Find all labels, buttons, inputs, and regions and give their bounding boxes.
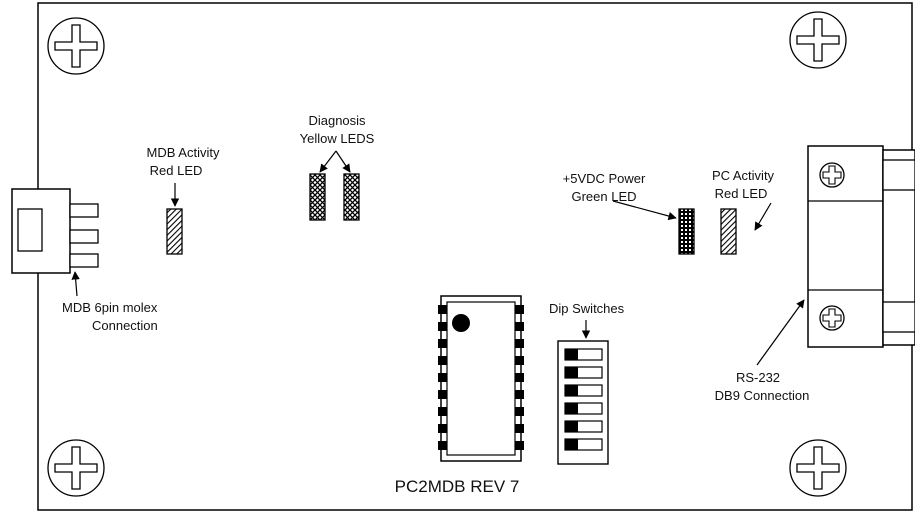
mdb-activity-led [166, 208, 183, 255]
power-led-arrow [612, 200, 677, 221]
power-green-led [678, 208, 695, 255]
dip-switch-toggle [565, 439, 578, 450]
ic-pin-right [515, 305, 524, 314]
ic-pin-right [515, 322, 524, 331]
pin1-marker [452, 314, 470, 332]
ic-pin-left [438, 424, 447, 433]
ic-pin-right [515, 356, 524, 365]
diagnosis-label-line2: Yellow LEDS [300, 131, 375, 146]
ic-pin-right [515, 339, 524, 348]
mounting-hole-bottom-left [47, 439, 105, 497]
power-label-line1: +5VDC Power [563, 171, 646, 186]
crosshair-screw-icon [54, 446, 98, 490]
ic-pin-left [438, 390, 447, 399]
ic-pin-left [438, 305, 447, 314]
pc-activity-arrow [754, 202, 772, 231]
ic-pin-left [438, 373, 447, 382]
ic-pin-right [515, 441, 524, 450]
diagnosis-led-right [343, 173, 360, 221]
db9-connector [807, 145, 915, 348]
diagnosis-arrow-left [319, 150, 337, 173]
ic-pin-right [515, 424, 524, 433]
ic-pin-left [438, 339, 447, 348]
dip-switch-toggle [565, 367, 578, 378]
ic-pin-left [438, 441, 447, 450]
dip-switch-toggle [565, 403, 578, 414]
power-label-line2: Green LED [571, 189, 636, 204]
rs232-arrow [756, 299, 805, 366]
rs232-label-line2: DB9 Connection [715, 388, 810, 403]
molex-label-line2: Connection [92, 318, 158, 333]
dip-switch-toggle [565, 385, 578, 396]
crosshair-screw-icon [54, 24, 98, 68]
crosshair-screw-icon [796, 18, 840, 62]
mounting-hole-bottom-right [789, 439, 847, 497]
diagnosis-led-left [309, 173, 326, 221]
mdb-molex-connector [11, 188, 99, 274]
dip-switches-label: Dip Switches [549, 301, 625, 316]
ic-pin-left [438, 322, 447, 331]
diagnosis-label-line1: Diagnosis [308, 113, 366, 128]
ic-chip [438, 295, 524, 462]
plus-screw-icon [819, 162, 845, 188]
board-title: PC2MDB REV 7 [395, 477, 520, 496]
pc-activity-label-line1: PC Activity [712, 168, 775, 183]
mounting-hole-top-left [47, 17, 105, 75]
ic-pin-left [438, 407, 447, 416]
rs232-label-line1: RS-232 [736, 370, 780, 385]
mdb-activity-label-line2: Red LED [150, 163, 203, 178]
pc-activity-led [720, 208, 737, 255]
diagnosis-arrow-right [335, 150, 351, 173]
dip-switch-toggle [565, 349, 578, 360]
plus-screw-icon [819, 305, 845, 331]
molex-arrow [71, 271, 80, 297]
dip-switch-toggle [565, 421, 578, 432]
mounting-hole-top-right [789, 11, 847, 69]
ic-pin-right [515, 390, 524, 399]
ic-pin-right [515, 407, 524, 416]
ic-pin-left [438, 356, 447, 365]
crosshair-screw-icon [796, 446, 840, 490]
molex-label-line1: MDB 6pin molex [62, 300, 158, 315]
mdb-activity-label-line1: MDB Activity [147, 145, 220, 160]
ic-pin-right [515, 373, 524, 382]
pc-activity-label-line2: Red LED [715, 186, 768, 201]
dip-switch-block [557, 340, 609, 465]
